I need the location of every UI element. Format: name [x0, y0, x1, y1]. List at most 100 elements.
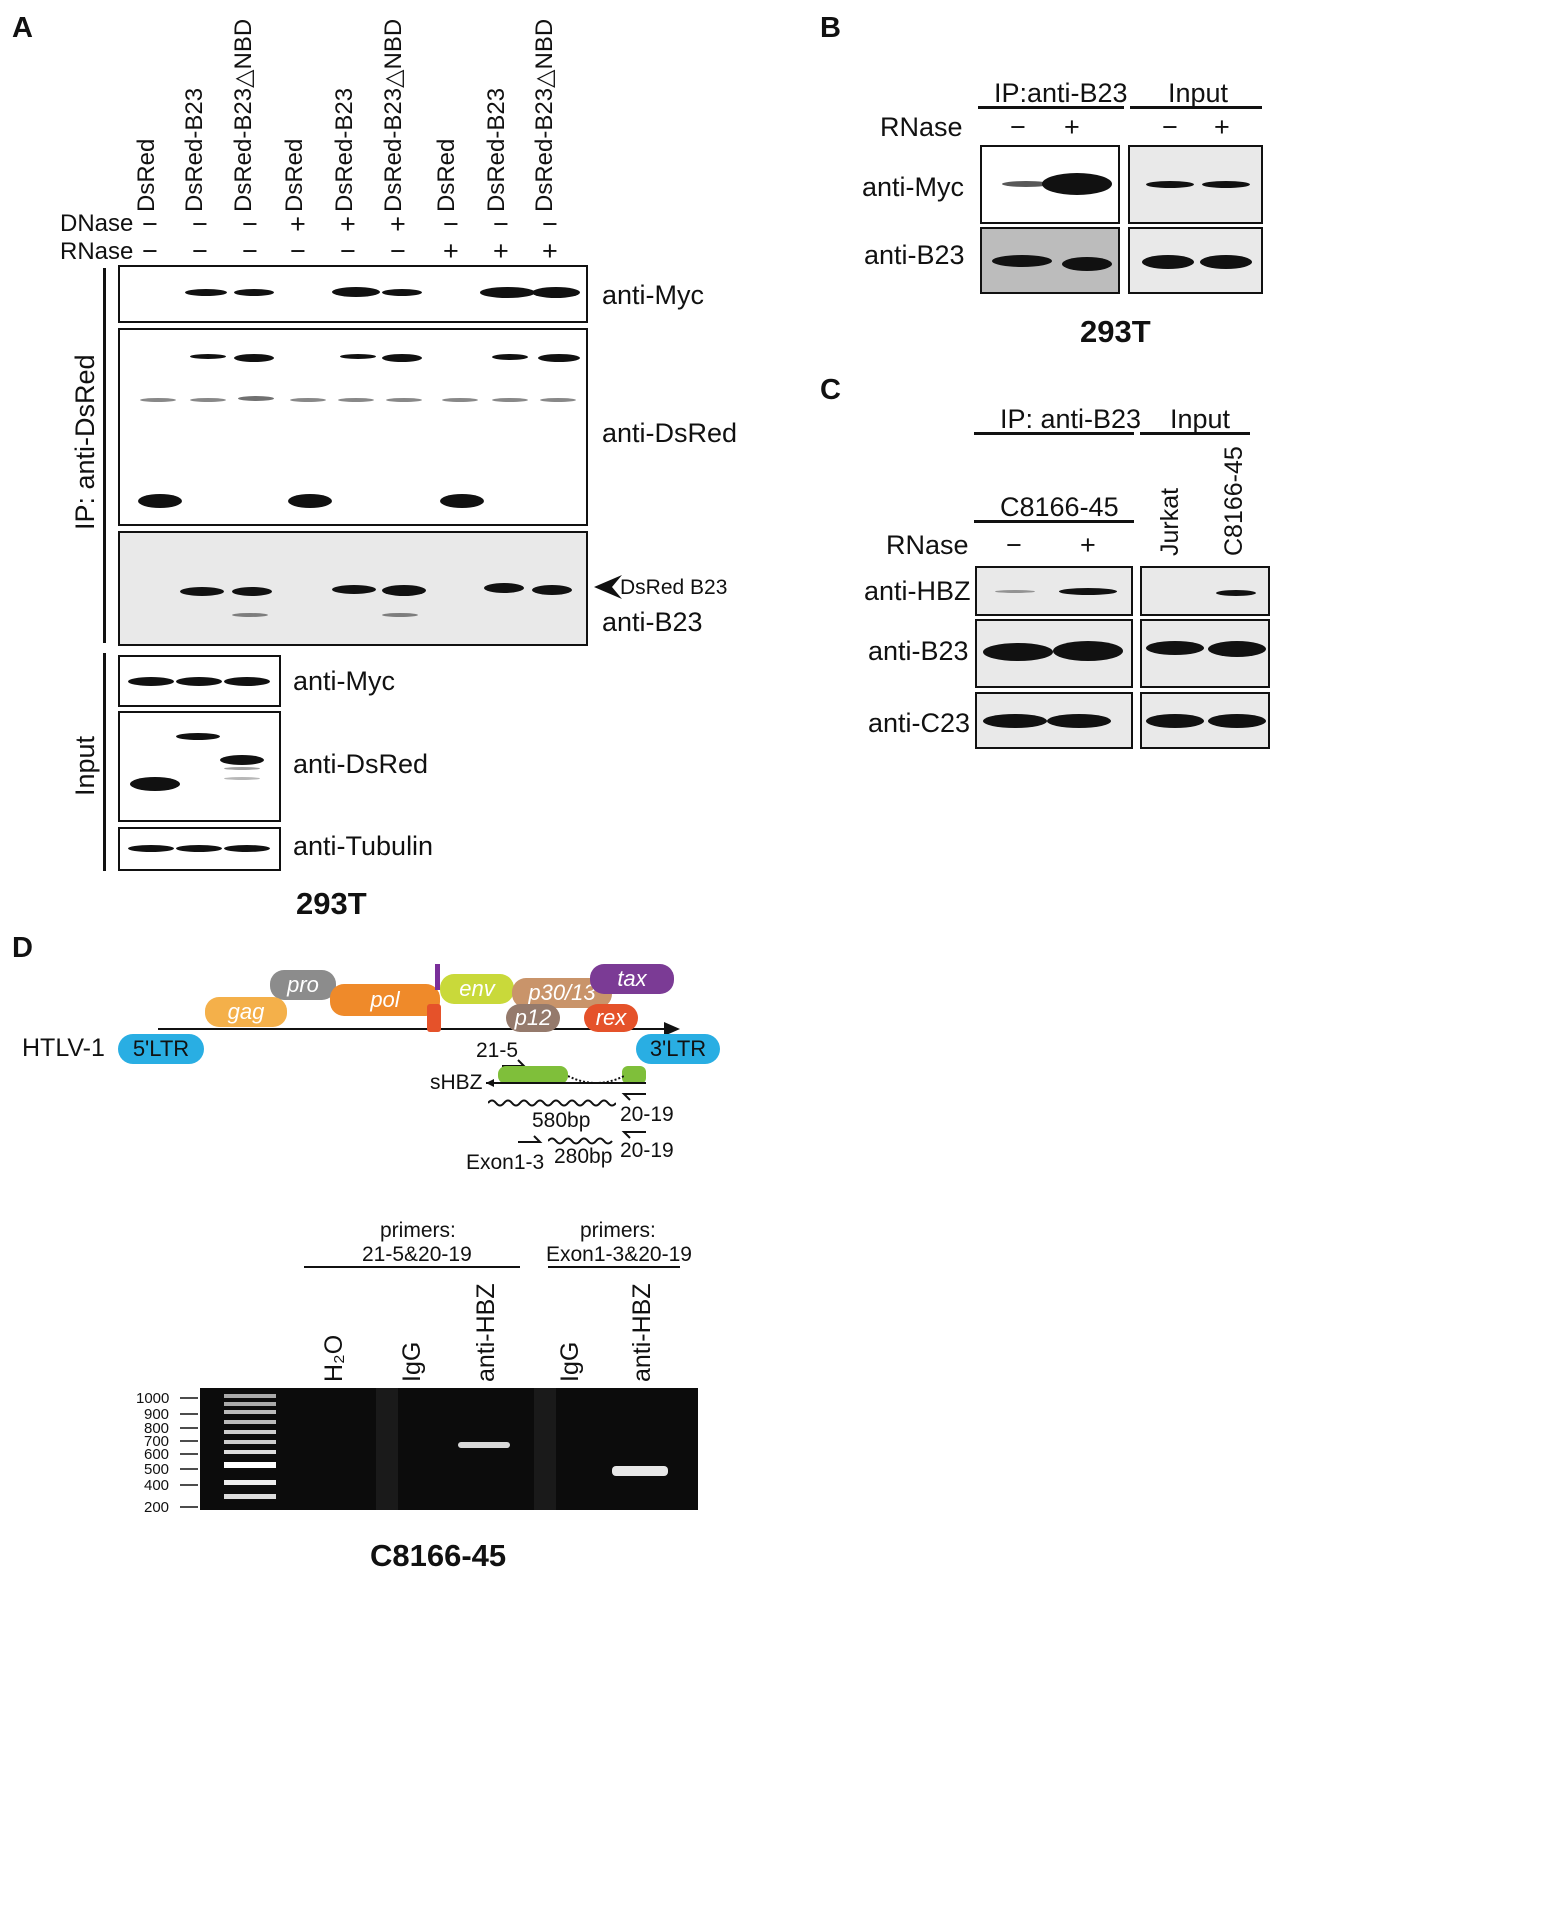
- virus-label: HTLV-1: [22, 1034, 105, 1062]
- dnase-label: DNase: [60, 210, 134, 237]
- primer-exon-arrow-icon: [518, 1135, 543, 1143]
- blot-b-ip-myc: [980, 145, 1120, 224]
- ladder-label: 800: [144, 1420, 170, 1437]
- arrow-label: DsRed B23: [620, 576, 728, 599]
- gene-rex: rex: [584, 1004, 638, 1032]
- panel-b-rnase-label: RNase: [880, 112, 963, 142]
- ip-label: IP: anti-DsRed: [70, 354, 100, 530]
- ladder-label: 900: [144, 1406, 170, 1423]
- ladder-label: 600: [144, 1446, 170, 1463]
- panel-c-ip-label: IP: anti-B23: [1000, 404, 1142, 434]
- blot-c-ip-c23: [975, 692, 1133, 749]
- panel-c-cell-label: C8166-45: [1000, 492, 1119, 522]
- panel-a-cell-line: 293T: [296, 886, 367, 921]
- blot-b-ip-b23: [980, 227, 1120, 294]
- gel-lane-label: H₂O: [320, 1334, 348, 1382]
- blot-c-ip-b23: [975, 619, 1133, 688]
- panel-c-input-line: [1140, 432, 1250, 435]
- blot-b-in-b23: [1128, 227, 1263, 294]
- panel-c-c23-label: anti-C23: [868, 708, 971, 738]
- sign: −: [142, 209, 158, 239]
- primer-20-19-arrow-icon: [621, 1093, 646, 1101]
- ladder-label: 200: [144, 1499, 170, 1516]
- gene-gag: gag: [205, 997, 287, 1027]
- sign: −: [290, 236, 306, 266]
- lane-label: DsRed: [433, 138, 460, 212]
- ladder-label: 400: [144, 1477, 170, 1494]
- gel-lane-label: IgG: [556, 1341, 584, 1382]
- primer-20-19-b-arrow-icon: [621, 1131, 646, 1139]
- lane-label: DsRed-B23: [331, 87, 358, 212]
- primers-line-1: [304, 1266, 520, 1268]
- gene-pro: pro: [270, 970, 336, 1000]
- sign: −: [390, 236, 406, 266]
- genome-line: [158, 1028, 668, 1030]
- sign: −: [1162, 112, 1178, 142]
- gel-lane-label: IgG: [398, 1341, 426, 1382]
- sign: −: [1006, 530, 1022, 560]
- blot-c-in-c23: [1140, 692, 1270, 749]
- gene-tax: tax: [590, 964, 674, 994]
- sign: −: [542, 209, 558, 239]
- panel-c-rnase-label: RNase: [886, 530, 969, 560]
- genome-arrow-icon: [664, 1022, 680, 1036]
- blot-b-in-myc: [1128, 145, 1263, 224]
- lane-label: DsRed-B23△NBD: [230, 18, 257, 212]
- product-280-icon: [548, 1137, 613, 1145]
- label-ip-myc: anti-Myc: [602, 280, 705, 310]
- blot-ip-b23: [118, 531, 588, 646]
- sign: +: [1080, 530, 1096, 560]
- panel-d-letter: D: [12, 932, 33, 964]
- sign: −: [242, 209, 258, 239]
- sign: +: [1214, 112, 1230, 142]
- blot-c-in-hbz: [1140, 566, 1270, 616]
- label-in-myc: anti-Myc: [293, 666, 396, 696]
- primers-label-1: primers:: [380, 1219, 456, 1242]
- blot-c-in-b23: [1140, 619, 1270, 688]
- agarose-gel: [200, 1388, 698, 1510]
- blot-in-myc: [118, 655, 281, 707]
- panel-b-input-label: Input: [1168, 78, 1229, 108]
- gel-lane-label: anti-HBZ: [628, 1283, 656, 1382]
- lane-label: DsRed-B23: [181, 87, 208, 212]
- ladder-ticks: [180, 1397, 198, 1508]
- gene-p3013: p30/13: [512, 978, 612, 1008]
- primers-label-2: primers:: [580, 1219, 656, 1242]
- ladder-label: 1000: [136, 1390, 170, 1407]
- panel-b-ip-line: [978, 106, 1124, 109]
- sign: −: [192, 236, 208, 266]
- panel-b-letter: B: [820, 12, 841, 44]
- label-ip-b23: anti-B23: [602, 607, 703, 637]
- panel-a-letter: A: [12, 12, 33, 44]
- input-label: Input: [70, 735, 100, 796]
- sign: +: [340, 209, 356, 239]
- sign: −: [242, 236, 258, 266]
- sign: −: [192, 209, 208, 239]
- sign: +: [390, 209, 406, 239]
- hbz-exon-2: [622, 1066, 646, 1084]
- label-ip-dsred: anti-DsRed: [602, 418, 738, 448]
- panel-b-cell-line: 293T: [1080, 314, 1151, 349]
- shbz-label: sHBZ: [430, 1071, 483, 1094]
- lane-label: DsRed: [133, 138, 160, 212]
- rex-marker: [427, 1004, 441, 1032]
- rnase-label: RNase: [60, 238, 134, 265]
- lane-label: DsRed-B23△NBD: [531, 18, 558, 212]
- sign: −: [1010, 112, 1026, 142]
- pol-marker: [435, 964, 440, 990]
- ladder-label: 700: [144, 1433, 170, 1450]
- label-in-tubulin: anti-Tubulin: [293, 831, 434, 861]
- blot-ip-dsred: [118, 328, 588, 526]
- sign: +: [542, 236, 558, 266]
- blot-in-tubulin: [118, 827, 281, 871]
- panel-b-myc-label: anti-Myc: [862, 172, 965, 202]
- lane-label: DsRed: [281, 138, 308, 212]
- blot-c-ip-hbz: [975, 566, 1133, 616]
- ip-bracket: [103, 268, 106, 643]
- gene-env: env: [440, 974, 514, 1004]
- gene-pol: pol: [330, 984, 440, 1016]
- primer-21-5: 21-5: [476, 1039, 519, 1062]
- panel-c-hbz-label: anti-HBZ: [864, 576, 971, 606]
- input-bracket: [103, 653, 106, 871]
- panel-c-letter: C: [820, 374, 841, 406]
